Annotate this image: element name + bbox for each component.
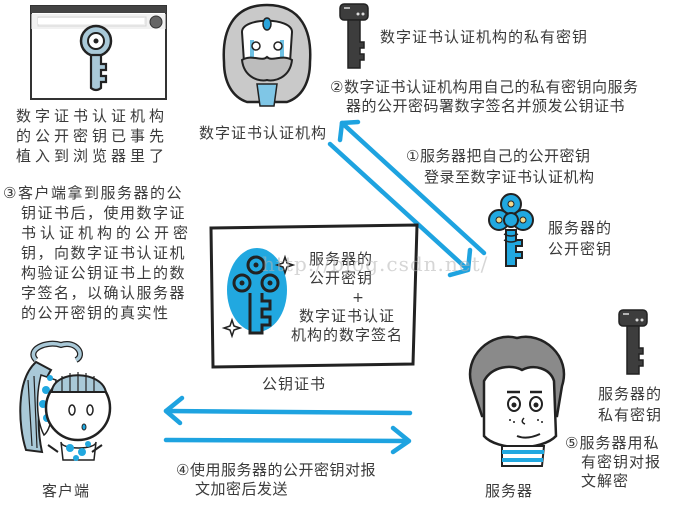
boy-avatar <box>468 335 566 467</box>
certificate-line: 服务器的 <box>308 250 373 268</box>
arrow-to-ca <box>339 120 487 256</box>
blue-key-icon <box>488 193 534 267</box>
server-public-key-label: 服务器的 公开密钥 <box>548 218 612 260</box>
certificate-caption: 公钥证书 <box>262 375 327 393</box>
step3-line: 书认证机构的公开密 <box>21 224 193 242</box>
arrow-to-ca-head <box>337 119 361 143</box>
arrow-to-client-head <box>163 395 185 426</box>
server-private-key-label: 服务器的 私有密钥 <box>598 384 662 426</box>
step3-line: 字签名，以确认服务器 <box>21 284 187 302</box>
server-public-key-label-line: 服务器的 <box>548 219 613 237</box>
dark-key-icon <box>339 3 369 69</box>
step1-text: ①服务器把自己的公开密钥 登录至数字证书认证机构 <box>406 146 595 188</box>
arrow-to-server-head <box>447 247 473 278</box>
step1-line: ①服务器把自己的公开密钥 <box>406 147 591 165</box>
step4-text: ④使用服务器的公开密钥对报 文加密后发送 <box>176 461 376 499</box>
browser-caption-line: 的公开密钥已事先 <box>16 127 169 145</box>
step4-line: ④使用服务器的公开密钥对报 <box>176 461 376 479</box>
step1-line: 登录至数字证书认证机构 <box>424 168 595 186</box>
server-private-key-label-line: 私有密钥 <box>598 406 663 424</box>
ca-private-key-label: 数字证书认证机构的私有密钥 <box>380 28 589 46</box>
dark-key-icon <box>618 309 648 375</box>
certificate-plus: + <box>352 290 364 306</box>
server-public-key-label-line: 公开密钥 <box>548 240 613 258</box>
arrow-to-server-bottom <box>163 437 411 444</box>
browser-caption: 数字证书认证机构 的公开密钥已事先 植入到浏览器里了 <box>16 106 168 166</box>
step5-line: 有密钥对报 <box>581 453 662 471</box>
client-label: 客户端 <box>42 482 91 500</box>
step2-line: ②数字证书认证机构用自己的私有密钥向服务 <box>330 78 639 96</box>
step3-line: 构验证公钥证书上的数 <box>21 264 187 282</box>
step4-line: 文加密后发送 <box>195 480 289 498</box>
certificate-content: 服务器的 公开密钥 <box>286 250 396 288</box>
girl-avatar <box>19 340 112 461</box>
certificate-line: 公开密钥 <box>308 269 373 287</box>
server-private-key-label-line: 服务器的 <box>598 385 663 403</box>
bearded-sage-avatar <box>222 3 312 107</box>
step2-text: ②数字证书认证机构用自己的私有密钥向服务 器的公开密码署数字签名并颁发公钥证书 <box>330 78 638 116</box>
step5-text: ⑤服务器用私 有密钥对报 文解密 <box>565 434 661 491</box>
step3-line: 的公开密钥的真实性 <box>21 304 170 322</box>
browser-caption-line: 数字证书认证机构 <box>16 107 169 125</box>
certificate-line: 机构的数字签名 <box>290 326 403 344</box>
arrow-to-server-bottom-head <box>390 425 412 455</box>
step2-line: 器的公开密码署数字签名并颁发公钥证书 <box>346 97 626 115</box>
step5-line: ⑤服务器用私 <box>565 434 660 452</box>
certificate-key-icon <box>221 248 296 339</box>
ca-label: 数字证书认证机构 <box>199 124 328 142</box>
watermark: http://blog.csdn.net/ <box>262 252 489 276</box>
arrow-to-client <box>163 408 413 416</box>
step3-line: ③客户端拿到服务器的公 <box>3 184 183 202</box>
certificate-line: 数字证书认证 <box>298 307 395 325</box>
step3-line: 钥证书后，使用数字证 <box>21 204 187 222</box>
step3-line: 钥，向数字证书认证机 <box>21 244 187 262</box>
certificate-signature: 数字证书认证 机构的数字签名 <box>272 307 422 345</box>
step5-line: 文解密 <box>581 472 630 490</box>
browser-caption-line: 植入到浏览器里了 <box>16 147 169 165</box>
step3-text: ③客户端拿到服务器的公 钥证书后，使用数字证 书认证机构的公开密 钥，向数字证书… <box>3 183 192 323</box>
server-label: 服务器 <box>485 482 534 500</box>
key-icon <box>79 24 113 92</box>
arrow-to-server <box>327 141 469 271</box>
